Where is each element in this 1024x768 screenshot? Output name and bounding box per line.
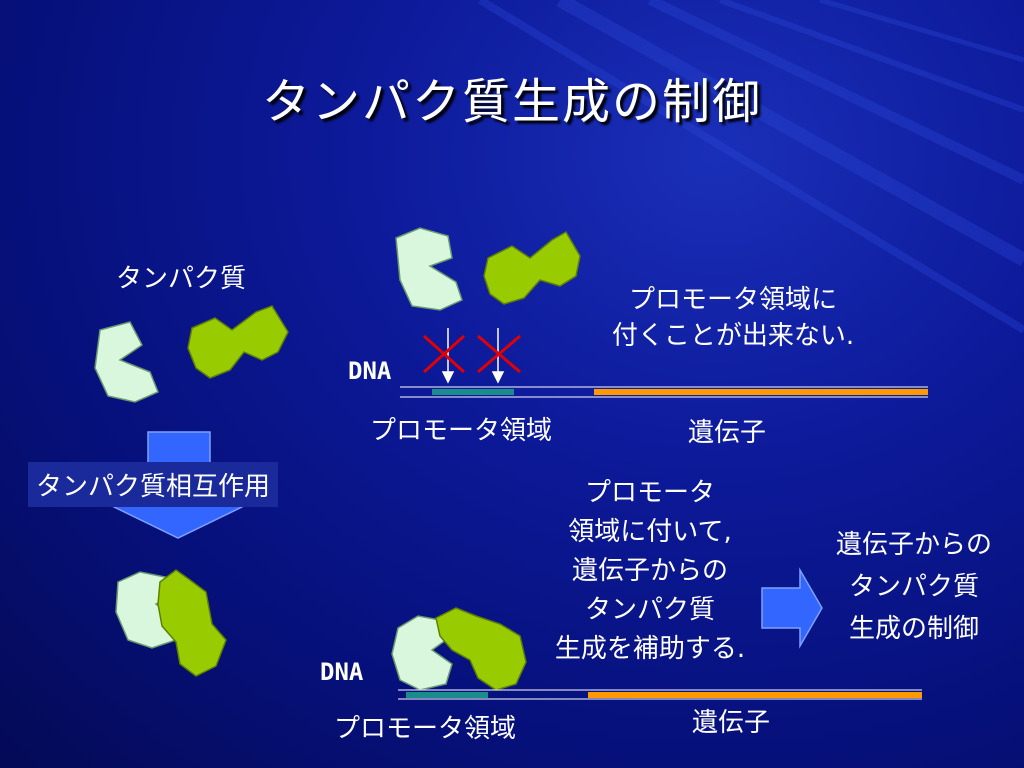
- protein-b-left: [187, 305, 289, 379]
- bottom-note-line-1: プロモータ: [584, 478, 715, 508]
- bottom-note-line-4: タンパク質: [584, 595, 715, 625]
- top-note: プロモータ領域に 付くことが出来ない.: [588, 282, 878, 354]
- bottom-note-line-3: 遺伝子からの: [571, 556, 728, 586]
- bottom-promoter-region: [406, 692, 488, 698]
- result-note: 遺伝子からの タンパク質 生成の制御: [806, 524, 1022, 650]
- blocked-x-mark-1: [422, 334, 466, 374]
- protein-b-complex-left: [157, 569, 227, 677]
- slide-title: タンパク質生成の制御: [261, 74, 762, 130]
- top-promoter-label: プロモータ領域: [370, 416, 553, 446]
- protein-b-complex-bottom: [435, 607, 527, 691]
- result-right-arrow: [761, 567, 823, 649]
- bottom-note: プロモータ 領域に付いて, 遺伝子からの タンパク質 生成を補助する.: [520, 474, 780, 669]
- result-line-2: タンパク質: [848, 572, 979, 602]
- bottom-note-line-2: 領域に付いて,: [568, 517, 732, 547]
- bottom-dna-label: DNA: [320, 658, 364, 686]
- bottom-promoter-label: プロモータ領域: [334, 714, 517, 744]
- result-line-1: 遺伝子からの: [835, 530, 992, 560]
- blocked-x-mark-2: [477, 334, 521, 374]
- bottom-gene-region: [588, 692, 922, 698]
- protein-a-complex-bottom: [391, 615, 453, 691]
- top-gene-label: 遺伝子: [688, 418, 767, 448]
- interaction-label: タンパク質相互作用: [28, 462, 279, 507]
- protein-a-top: [395, 227, 463, 311]
- top-note-line-2: 付くことが出来ない.: [611, 321, 855, 351]
- protein-a-left: [94, 321, 159, 403]
- top-promoter-region: [432, 389, 514, 395]
- top-gene-region: [594, 389, 928, 395]
- protein-b-top: [483, 230, 581, 305]
- top-dna-label: DNA: [348, 357, 392, 385]
- bottom-gene-label: 遺伝子: [692, 708, 771, 738]
- protein-label: タンパク質: [116, 264, 247, 294]
- bottom-note-line-5: 生成を補助する.: [554, 634, 746, 664]
- top-note-line-1: プロモータ領域に: [628, 285, 837, 315]
- result-line-3: 生成の制御: [848, 614, 979, 644]
